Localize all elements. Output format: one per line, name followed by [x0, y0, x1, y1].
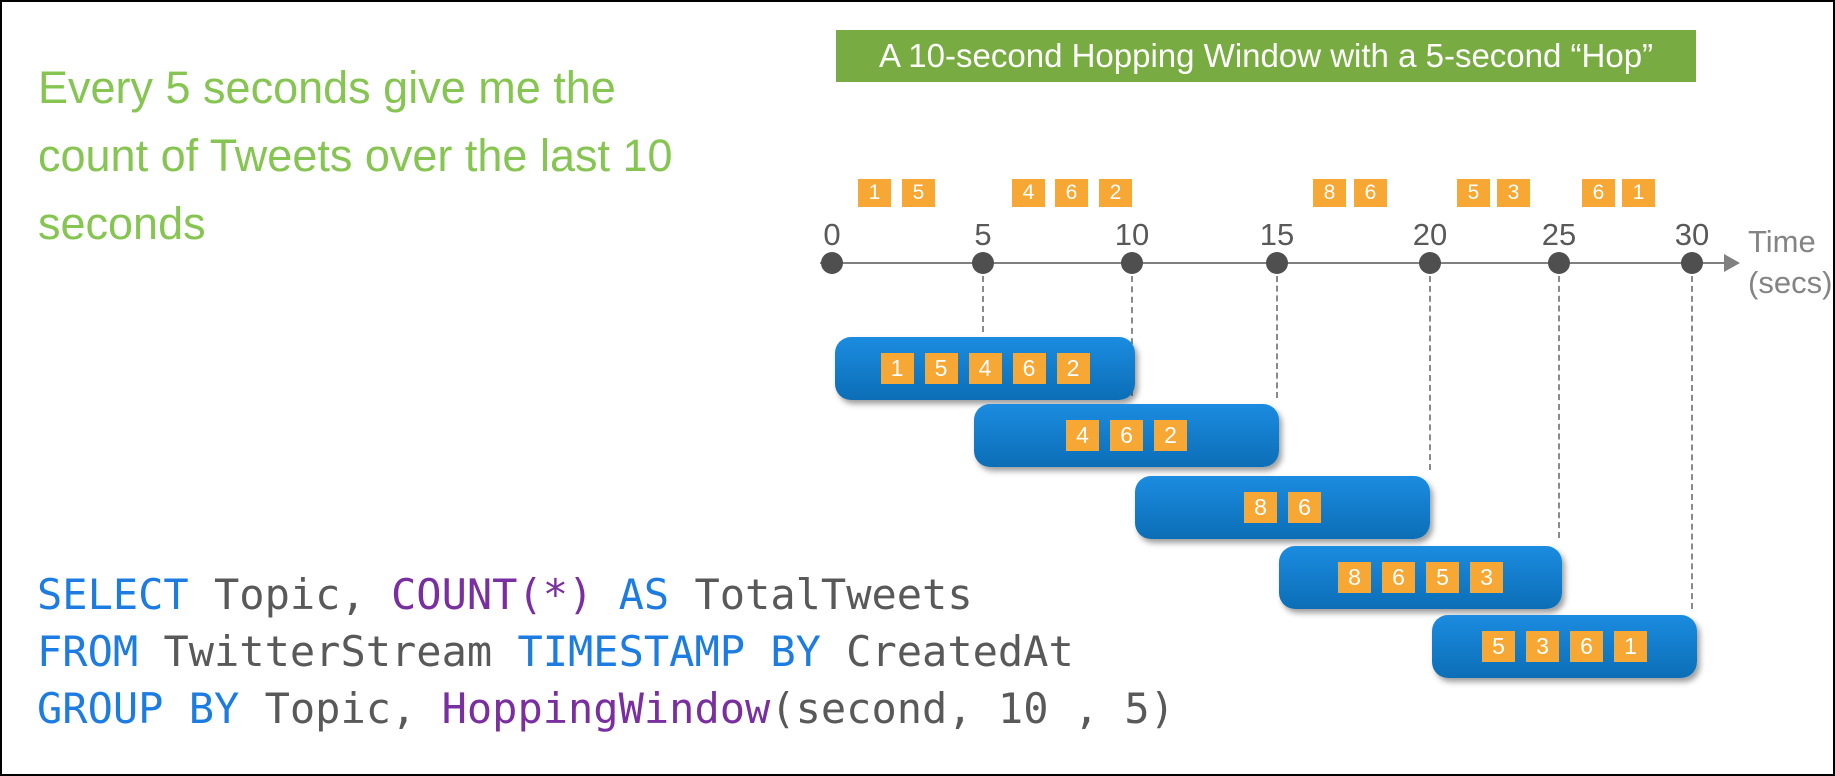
code-token-kw: TIMESTAMP BY: [517, 627, 821, 676]
tick-dot: [1266, 252, 1288, 274]
headline-line: Every 5 seconds give me the: [38, 62, 616, 113]
code-token-fn: HoppingWindow: [441, 684, 771, 733]
headline-text: Every 5 seconds give me the count of Twee…: [38, 54, 673, 258]
code-token-plain: TotalTweets: [669, 570, 973, 619]
window-event-box: 6: [1012, 353, 1046, 384]
window-event-box: 6: [1110, 420, 1143, 451]
window-event-box: 2: [1154, 420, 1187, 451]
time-axis-unit-line: (secs): [1748, 265, 1833, 300]
tick-dot: [1419, 252, 1441, 274]
window-event-box: 8: [1338, 562, 1371, 593]
code-line: GROUP BY Topic, HoppingWindow(second, 10…: [37, 680, 1175, 737]
tick-label: 20: [1412, 217, 1448, 252]
tick-dot: [972, 252, 994, 274]
tick-dot: [821, 252, 843, 274]
event-box: 6: [1055, 179, 1088, 207]
window-event-box: 5: [1426, 562, 1459, 593]
code-token-plain: [593, 570, 618, 619]
event-box: 5: [902, 179, 935, 207]
tick-guide-dashed-line: [982, 276, 984, 332]
window-event-box: 6: [1382, 562, 1415, 593]
code-token-plain: CreatedAt: [820, 627, 1074, 676]
event-box: 3: [1497, 179, 1530, 207]
window-event-box: 8: [1244, 492, 1277, 523]
code-token-plain: TwitterStream: [138, 627, 518, 676]
time-axis-arrow-icon: [1724, 254, 1740, 272]
tick-label: 5: [974, 217, 992, 252]
event-box: 2: [1099, 179, 1132, 207]
tick-guide-dashed-line: [1429, 276, 1431, 470]
code-token-plain: Topic,: [239, 684, 442, 733]
event-box: 5: [1457, 179, 1490, 207]
headline-line: seconds: [38, 198, 206, 249]
window-event-box: 6: [1288, 492, 1321, 523]
time-axis-unit-line: Time: [1748, 224, 1816, 259]
window-event-box: 1: [880, 353, 914, 384]
tick-guide-dashed-line: [1131, 276, 1133, 396]
event-box: 6: [1354, 179, 1387, 207]
window-event-box: 3: [1470, 562, 1503, 593]
code-line: FROM TwitterStream TIMESTAMP BY CreatedA…: [37, 623, 1175, 680]
tick-guide-dashed-line: [1691, 276, 1693, 609]
window-event-box: 4: [968, 353, 1002, 384]
tick-dot: [1548, 252, 1570, 274]
tick-label: 30: [1674, 217, 1710, 252]
event-box: 4: [1012, 179, 1045, 207]
code-token-kw: AS: [618, 570, 670, 619]
window-event-box: 6: [1570, 631, 1603, 662]
tick-label: 25: [1541, 217, 1577, 252]
code-token-fn: COUNT(*): [391, 570, 594, 619]
tick-guide-dashed-line: [1558, 276, 1560, 538]
tick-dot: [1121, 252, 1143, 274]
tick-guide-dashed-line: [1276, 276, 1278, 398]
window-event-box: 5: [1482, 631, 1515, 662]
window-event-box: 3: [1526, 631, 1559, 662]
code-token-kw: GROUP BY: [37, 684, 240, 733]
time-axis-unit-label: Time (secs): [1748, 221, 1832, 303]
window-event-box: 1: [1614, 631, 1647, 662]
code-token-plain: Topic,: [188, 570, 392, 619]
code-token-kw: FROM: [37, 627, 139, 676]
headline-line: count of Tweets over the last 10: [38, 130, 673, 181]
event-box: 8: [1313, 179, 1346, 207]
event-box: 1: [1622, 179, 1655, 207]
window-event-box: 5: [924, 353, 958, 384]
tick-dot: [1681, 252, 1703, 274]
code-line: SELECT Topic, COUNT(*) AS TotalTweets: [37, 566, 1175, 623]
tick-label: 15: [1259, 217, 1295, 252]
event-box: 1: [858, 179, 891, 207]
code-token-kw: SELECT: [37, 570, 189, 619]
code-token-plain: (second, 10 , 5): [770, 684, 1175, 733]
banner-title: A 10-second Hopping Window with a 5-seco…: [836, 30, 1696, 82]
tick-label: 0: [823, 217, 841, 252]
tick-label: 10: [1114, 217, 1150, 252]
window-event-box: 4: [1066, 420, 1099, 451]
event-box: 6: [1582, 179, 1615, 207]
window-event-box: 2: [1056, 353, 1090, 384]
